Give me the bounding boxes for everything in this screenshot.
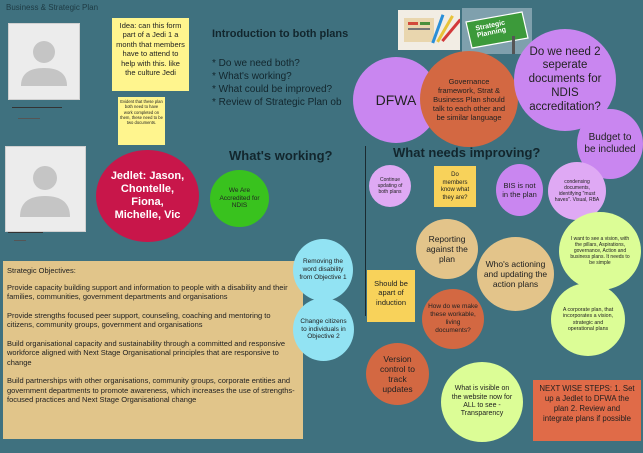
- objective-item: Build partnerships with other organisati…: [7, 376, 295, 404]
- column-divider: [365, 146, 366, 316]
- road-sign-icon: [462, 8, 532, 54]
- objectives-title: Strategic Objectives:: [7, 266, 76, 275]
- circle-removing-disability[interactable]: Removing the word disability from Object…: [293, 239, 353, 301]
- circle-whos-actioning[interactable]: Who's actioning and updating the action …: [477, 237, 554, 311]
- circle-change-citizens[interactable]: Change citizens to individuals in Object…: [293, 298, 354, 361]
- intro-item: What could be improved?: [212, 83, 342, 96]
- circle-version-control[interactable]: Version control to track updates: [366, 343, 429, 405]
- intro-item: What's working?: [212, 70, 342, 83]
- hand-drawing-image[interactable]: [398, 10, 460, 50]
- heading-whats-working: What's working?: [229, 148, 333, 163]
- sticky-note-text: Evident that these plan both need to hav…: [120, 99, 163, 125]
- sticky-note-evident[interactable]: Evident that these plan both need to hav…: [118, 97, 165, 145]
- circle-governance[interactable]: Governance framework, Strat & Business P…: [420, 51, 518, 147]
- intro-item: Review of Strategic Plan ob: [212, 96, 342, 109]
- sticky-note-next-steps[interactable]: NEXT WISE STEPS: 1. Set up a Jedlet to D…: [533, 380, 641, 441]
- intro-list: Do we need both? What's working? What co…: [212, 57, 342, 109]
- intro-item: Do we need both?: [212, 57, 342, 70]
- circle-continue-updating[interactable]: Continue updating of both plans: [369, 165, 411, 207]
- avatar-name-line: [8, 232, 43, 233]
- sticky-note-text: Should be apart of induction: [374, 279, 408, 307]
- person-placeholder-icon: [9, 24, 79, 99]
- circle-bis-not-in-plan[interactable]: BIS is not in the plan: [496, 164, 543, 216]
- circle-corporate-plan[interactable]: A corporate plan, that incorporates a vi…: [551, 283, 625, 356]
- avatar-title-line: [18, 118, 40, 119]
- objective-item: Build organisational capacity and sustai…: [7, 338, 286, 367]
- sticky-note-text: Idea: can this form part of a Jedi 1 a m…: [116, 21, 185, 77]
- objective-item: Provide capacity building support and in…: [7, 282, 288, 302]
- avatar-card-bottom[interactable]: [5, 146, 86, 232]
- intro-title: Introduction to both plans: [212, 28, 349, 40]
- sticky-note-induction[interactable]: Should be apart of induction: [367, 270, 415, 322]
- circle-visible-website[interactable]: What is visible on the website now for A…: [441, 362, 523, 442]
- circle-condensing-documents[interactable]: condensing documents, identifying "must …: [548, 162, 606, 220]
- avatar-title-line: [14, 240, 26, 241]
- circle-vision[interactable]: I want to see a vision, with the pillars…: [559, 212, 641, 290]
- pencils-illustration-icon: [404, 14, 460, 44]
- sticky-note-do-members-know[interactable]: Do members know what they are?: [434, 166, 476, 207]
- avatar-card-top[interactable]: [8, 23, 80, 100]
- strategic-planning-sign-image[interactable]: Strategic Planning: [462, 8, 532, 54]
- objective-item: Provide strengths focused peer support, …: [7, 310, 271, 330]
- sticky-note-idea[interactable]: Idea: can this form part of a Jedi 1 a m…: [112, 18, 189, 91]
- strategic-objectives-panel[interactable]: Strategic Objectives: Provide capacity b…: [3, 261, 303, 439]
- circle-how-make-workable[interactable]: How do we make these workable, living do…: [422, 289, 484, 349]
- avatar-name-line: [12, 107, 62, 108]
- person-placeholder-icon: [6, 147, 85, 231]
- circle-accredited-ndis[interactable]: We Are Accredited for NDIS: [210, 170, 269, 227]
- circle-reporting[interactable]: Reporting against the plan: [416, 219, 478, 279]
- board-title: Business & Strategic Plan: [6, 3, 99, 12]
- circle-jedlet-members[interactable]: Jedlet: Jason, Chontelle, Fiona, Michell…: [96, 150, 199, 242]
- sticky-note-text: Do members know what they are?: [440, 172, 470, 201]
- sticky-note-text: NEXT WISE STEPS: 1. Set up a Jedlet to D…: [539, 384, 635, 423]
- heading-needs-improving: What needs improving?: [393, 145, 541, 160]
